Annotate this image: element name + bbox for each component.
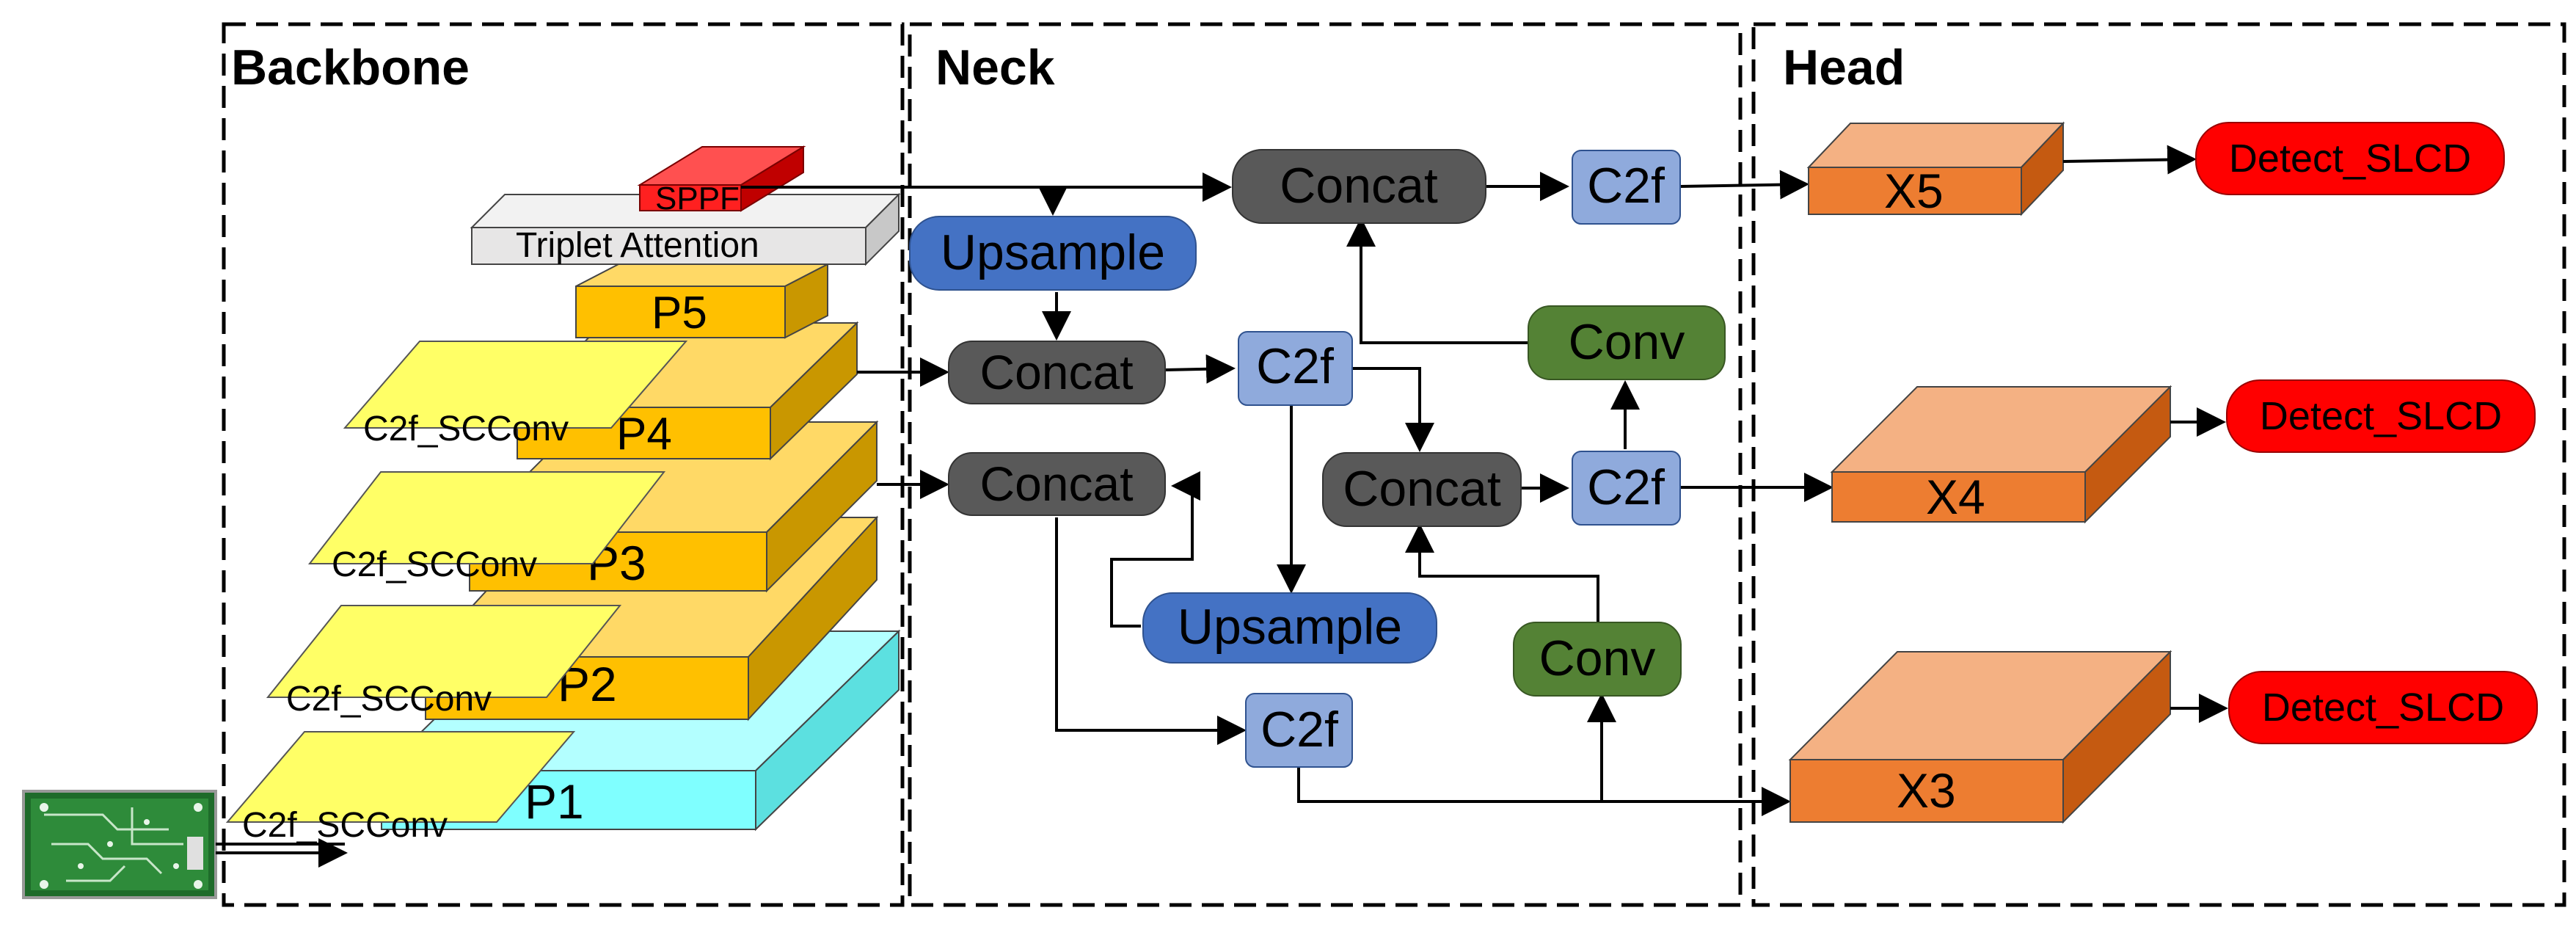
neck-frame [908,22,1743,907]
concat-p3-label: Concat [979,457,1133,511]
head-title: Head [1783,40,1905,95]
c2f-mid-label: C2f [1587,459,1665,515]
upsample-top: Upsample [909,216,1197,291]
upsample-mid: Upsample [1142,592,1437,664]
c2f-scconv-1-label: C2f_SCConv [242,806,448,845]
x5-label: X5 [1884,164,1944,218]
conv-top: Conv [1528,305,1726,380]
detect-slcd-2: Detect_SLCD [2226,379,2536,453]
c2f-top-label: C2f [1587,158,1665,214]
backbone-title: Backbone [231,40,470,95]
detect-slcd-3: Detect_SLCD [2228,671,2538,744]
neck-connectors [741,170,1834,816]
p4-label: P4 [616,409,672,459]
c2f-scconv-3-label: C2f_SCConv [332,545,537,584]
sppf-layer: SPPF [637,145,806,217]
c2f-p4: C2f [1238,331,1353,406]
upsample-mid-label: Upsample [1178,599,1402,655]
conv-bottom: Conv [1513,622,1682,697]
concat-p4-label: Concat [979,345,1133,399]
x3-box: X3 [1788,650,2172,824]
concat-p3: Concat [948,452,1166,516]
detect-slcd-3-label: Detect_SLCD [2262,686,2504,730]
c2f-bottom-label: C2f [1260,702,1338,757]
concat-top-label: Concat [1280,158,1438,214]
p5-label: P5 [652,288,707,338]
conv-bottom-label: Conv [1539,630,1656,686]
x3-label: X3 [1897,763,1956,818]
section-frames [222,22,2566,907]
c2f-scconv-4-label: C2f_SCConv [363,410,569,448]
neck-title: Neck [935,40,1055,95]
sppf-label: SPPF [655,181,740,217]
concat-top: Concat [1232,149,1486,224]
concat-mid-label: Concat [1343,461,1501,517]
x4-box: X4 [1830,385,2172,524]
x4-label: X4 [1926,470,1985,524]
conv-top-label: Conv [1569,314,1685,370]
x5-box: X5 [1806,121,2065,218]
upsample-top-label: Upsample [941,225,1165,280]
head-connectors [2062,145,2228,723]
c2f-scconv-3: C2f_SCConv [307,471,666,584]
c2f-scconv-2: C2f_SCConv [266,605,622,719]
detect-slcd-2-label: Detect_SLCD [2260,394,2502,438]
head-frame [1751,22,2566,907]
c2f-scconv-2-label: C2f_SCConv [286,680,492,719]
detect-slcd-1: Detect_SLCD [2195,122,2505,195]
c2f-p4-label: C2f [1256,338,1334,394]
triplet-attention-label: Triplet Attention [516,226,759,265]
c2f-bottom: C2f [1245,693,1353,768]
backbone-input-arrows [216,838,348,868]
p1-label: P1 [525,774,584,829]
concat-p4: Concat [948,341,1166,404]
detect-slcd-1-label: Detect_SLCD [2229,137,2471,181]
c2f-scconv-4: C2f_SCConv [343,341,688,448]
c2f-mid: C2f [1572,451,1681,526]
p5-layer: P5 [575,263,828,339]
c2f-top: C2f [1572,150,1681,225]
backbone-frame [222,22,905,907]
concat-mid: Concat [1322,452,1522,527]
pcb-board-icon [22,790,217,899]
